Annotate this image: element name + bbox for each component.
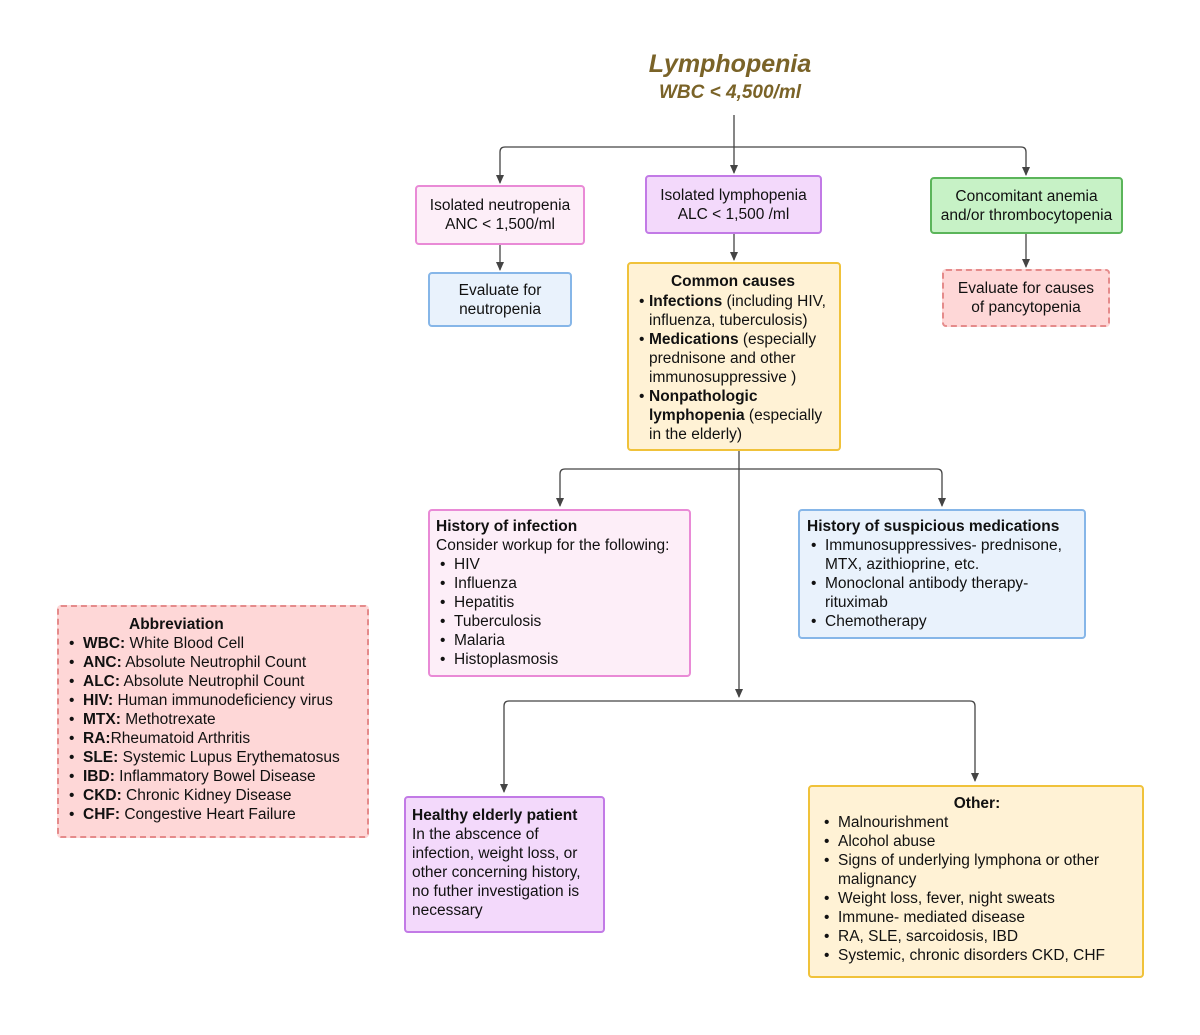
node-line: Concomitant anemia <box>955 187 1098 205</box>
list-item: Signs of underlying lymphona or other ma… <box>822 851 1134 889</box>
node-isolated-lymphopenia: Isolated lymphopenia ALC < 1,500 /ml <box>645 175 822 234</box>
connector-title-to-anemia <box>734 146 1030 176</box>
node-line: ANC < 1,500/ml <box>445 216 555 233</box>
list-item: Malaria <box>438 631 683 650</box>
list-item: Immunosuppressives- prednisone, MTX, azi… <box>809 536 1076 574</box>
connector-causes-to-medications <box>739 468 946 507</box>
abbr-meaning: Inflammatory Bowel Disease <box>114 768 316 785</box>
node-line: Isolated lymphopenia <box>660 186 807 204</box>
abbreviation-item: WBC: White Blood Cell <box>67 634 361 653</box>
common-causes-list: Infections (including HIV, influenza, tu… <box>637 292 829 444</box>
abbr-meaning: Rheumatoid Arthritis <box>110 730 251 747</box>
node-line: ALC < 1,500 /ml <box>677 205 790 223</box>
list-item: Histoplasmosis <box>438 650 683 669</box>
node-evaluate-pancytopenia: Evaluate for causes of pancytopenia <box>942 269 1110 327</box>
abbr-meaning: Systemic Lupus Erythematosus <box>118 749 340 766</box>
abbr-meaning: Methotrexate <box>120 711 216 728</box>
cause-name: Medications <box>649 331 739 348</box>
list-item: Malnourishment <box>822 813 1134 832</box>
infection-list: HIV Influenza Hepatitis Tuberculosis Mal… <box>436 555 683 669</box>
list-item: Systemic, chronic disorders CKD, CHF <box>822 946 1134 965</box>
abbreviation-list: WBC: White Blood Cell ANC: Absolute Neut… <box>67 634 361 824</box>
node-line: of pancytopenia <box>971 299 1081 316</box>
medications-heading: History of suspicious medications <box>807 518 1060 535</box>
elderly-text: In the abscence of infection, weight los… <box>412 826 581 919</box>
abbreviation-legend: Abbreviation WBC: White Blood Cell ANC: … <box>57 605 369 838</box>
list-item: Medications (especially prednisone and o… <box>637 330 829 387</box>
node-concomitant-anemia: Concomitant anemia and/or thrombocytopen… <box>930 177 1123 234</box>
node-history-of-medications: History of suspicious medications Immuno… <box>798 509 1086 639</box>
list-item: Hepatitis <box>438 593 683 612</box>
node-line: Evaluate for <box>458 281 542 299</box>
node-line: neutropenia <box>459 300 541 318</box>
list-item: Chemotherapy <box>809 612 1076 631</box>
abbr-meaning: Congestive Heart Failure <box>120 806 296 823</box>
connector-split-to-elderly <box>500 700 739 793</box>
abbreviation-item: HIV: Human immunodeficiency virus <box>67 691 361 710</box>
cause-name: Nonpathologic lymphopenia <box>649 388 758 424</box>
abbreviation-item: MTX: Methotrexate <box>67 710 361 729</box>
abbreviation-item: RA:Rheumatoid Arthritis <box>67 729 361 748</box>
list-item: Influenza <box>438 574 683 593</box>
abbr-term: ALC: <box>83 673 121 690</box>
abbr-term: SLE: <box>83 749 119 766</box>
common-causes-heading: Common causes <box>670 273 796 290</box>
abbreviation-item: ALC: Absolute Neutrophil Count <box>67 672 361 691</box>
abbreviation-item: IBD: Inflammatory Bowel Disease <box>67 767 361 786</box>
list-item: Nonpathologic lymphopenia (especially in… <box>637 387 829 444</box>
connector-causes-to-infection <box>556 451 740 507</box>
node-evaluate-neutropenia: Evaluate for neutropenia <box>428 272 572 327</box>
node-history-of-infection: History of infection Consider workup for… <box>428 509 691 677</box>
elderly-heading: Healthy elderly patient <box>412 807 578 824</box>
abbr-term: CKD: <box>83 787 122 804</box>
list-item: Tuberculosis <box>438 612 683 631</box>
node-other-causes: Other: Malnourishment Alcohol abuse Sign… <box>808 785 1144 978</box>
cause-name: Infections <box>649 293 723 310</box>
node-common-causes: Common causes Infections (including HIV,… <box>627 262 841 451</box>
cause-detail: (especially in the elderly) <box>649 407 823 443</box>
node-healthy-elderly: Healthy elderly patient In the abscence … <box>404 796 605 933</box>
infection-intro: Consider workup for the following: <box>436 537 670 554</box>
abbr-term: MTX: <box>83 711 121 728</box>
abbr-term: HIV: <box>83 692 114 709</box>
diagram-title: Lymphopenia <box>648 50 812 78</box>
node-line: Evaluate for causes <box>957 280 1095 297</box>
abbreviation-item: CKD: Chronic Kidney Disease <box>67 786 361 805</box>
other-list: Malnourishment Alcohol abuse Signs of un… <box>820 813 1134 965</box>
abbr-meaning: Absolute Neutrophil Count <box>121 654 307 671</box>
abbr-term: IBD: <box>83 768 115 785</box>
node-line: and/or thrombocytopenia <box>940 206 1113 224</box>
node-line: Isolated neutropenia <box>429 197 571 214</box>
list-item: Immune- mediated disease <box>822 908 1134 927</box>
list-item: RA, SLE, sarcoidosis, IBD <box>822 927 1134 946</box>
abbr-meaning: Absolute Neutrophil Count <box>120 673 305 690</box>
abbr-meaning: Human immunodeficiency virus <box>113 692 333 709</box>
cause-detail: (especially prednisone and other immunos… <box>649 331 817 386</box>
medications-list: Immunosuppressives- prednisone, MTX, azi… <box>807 536 1076 631</box>
abbreviation-item: ANC: Absolute Neutrophil Count <box>67 653 361 672</box>
list-item: HIV <box>438 555 683 574</box>
connector-split-to-other <box>739 700 979 782</box>
diagram-subtitle: WBC < 4,500/ml <box>658 82 802 103</box>
cause-detail: (including HIV, influenza, tuberculosis) <box>649 293 826 329</box>
infection-heading: History of infection <box>436 518 578 535</box>
abbr-term: CHF: <box>83 806 121 823</box>
abbr-term: ANC: <box>83 654 122 671</box>
abbr-term: WBC: <box>83 635 126 652</box>
abbr-meaning: Chronic Kidney Disease <box>121 787 292 804</box>
node-isolated-neutropenia: Isolated neutropenia ANC < 1,500/ml <box>415 185 585 245</box>
list-item: Alcohol abuse <box>822 832 1134 851</box>
abbr-meaning: White Blood Cell <box>125 635 245 652</box>
connector-title-to-neutropenia <box>496 146 734 184</box>
abbr-term: RA: <box>83 730 111 747</box>
list-item: Infections (including HIV, influenza, tu… <box>637 292 829 330</box>
list-item: Weight loss, fever, night sweats <box>822 889 1134 908</box>
list-item: Monoclonal antibody therapy- rituximab <box>809 574 1076 612</box>
abbreviation-item: CHF: Congestive Heart Failure <box>67 805 361 824</box>
other-heading: Other: <box>953 795 1001 812</box>
abbreviation-item: SLE: Systemic Lupus Erythematosus <box>67 748 361 767</box>
abbreviation-heading: Abbreviation <box>129 616 224 633</box>
